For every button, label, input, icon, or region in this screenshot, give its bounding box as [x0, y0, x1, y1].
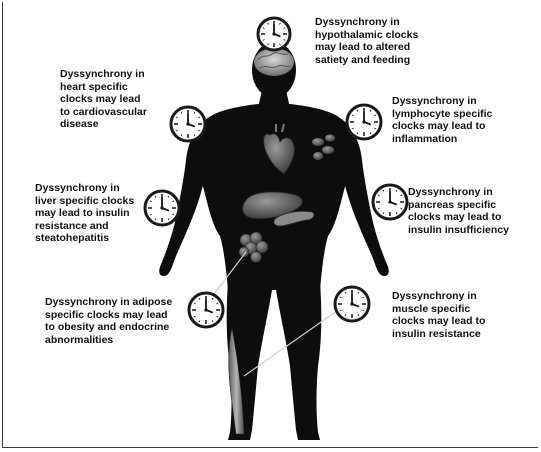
brain-icon	[254, 48, 294, 76]
clock-icon-heart	[171, 107, 205, 141]
silhouette-right-leg	[276, 282, 321, 440]
clock-icon-adipose	[189, 293, 223, 327]
clock-icon-lymphocyte	[347, 105, 381, 139]
annotation-pancreas: Dyssynchrony in pancreas specific clocks…	[408, 186, 509, 236]
annotation-liver: Dyssynchrony in liver specific clocks ma…	[35, 182, 134, 245]
annotation-muscle: Dyssynchrony in muscle specific clocks m…	[392, 290, 485, 340]
annotation-hypothalamus: Dyssynchrony in hypothalamic clocks may …	[315, 16, 418, 66]
clock-icon-hypothalamus	[258, 18, 290, 50]
annotation-heart: Dyssynchrony in heart specific clocks ma…	[60, 68, 147, 131]
human-silhouette	[159, 42, 389, 440]
annotation-lymphocyte: Dyssynchrony in lymphocyte specific cloc…	[392, 95, 492, 145]
annotation-adipose: Dyssynchrony in adipose specific clocks …	[45, 296, 172, 346]
clock-icon-muscle	[335, 287, 369, 321]
clock-icon-pancreas	[373, 185, 407, 219]
clock-icon-liver	[145, 191, 179, 225]
